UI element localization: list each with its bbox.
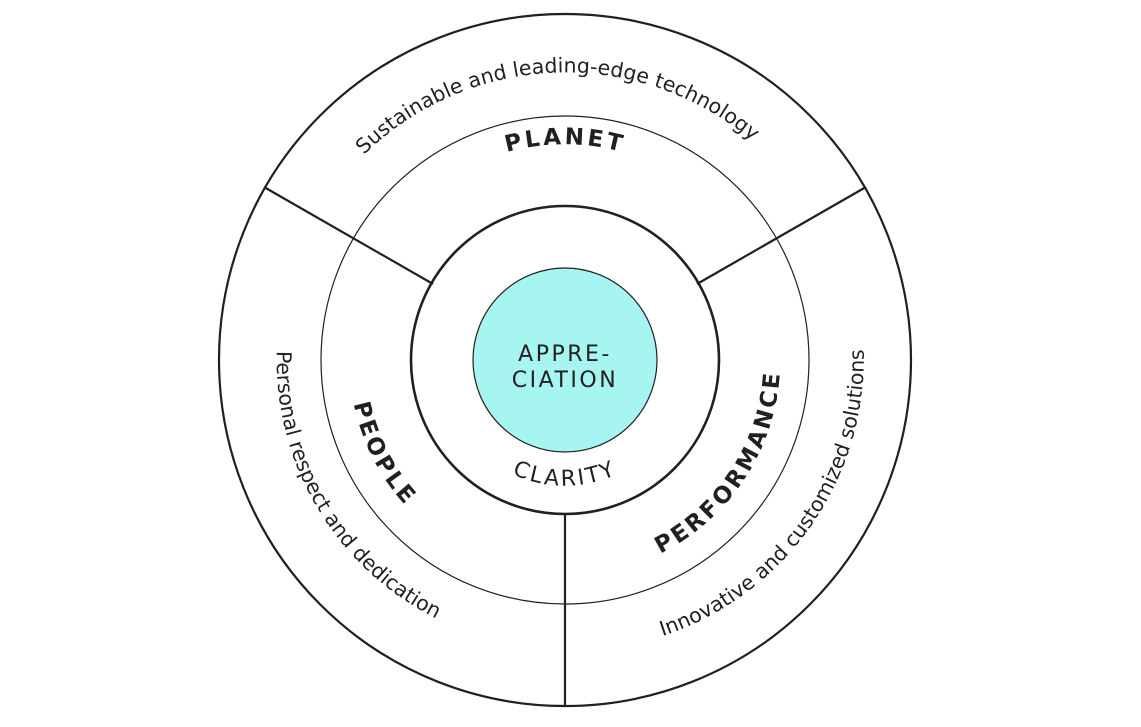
people-label: PEOPLE: [348, 399, 422, 511]
clarity-label: CLARITY: [510, 456, 621, 492]
divider-planet-people: [263, 186, 434, 285]
clarity-label-path: CLARITY: [510, 456, 618, 492]
inner-ring: [409, 204, 721, 516]
planet-label-path: PLANET: [502, 124, 625, 158]
people-label-path: PEOPLE: [348, 399, 419, 511]
performance-label: PERFORMANCE: [651, 369, 787, 559]
people-description: Personal respect and dedication: [272, 351, 446, 623]
performance-label-path: PERFORMANCE: [651, 369, 784, 559]
people-description-path: Personal respect and dedication: [272, 351, 446, 623]
divider-planet-performance: [696, 186, 867, 285]
center-label-line1: APPRE-: [518, 342, 612, 367]
planet-label: PLANET: [502, 124, 628, 158]
center-circle: [472, 267, 658, 453]
center-label-line2: CIATION: [512, 368, 618, 393]
